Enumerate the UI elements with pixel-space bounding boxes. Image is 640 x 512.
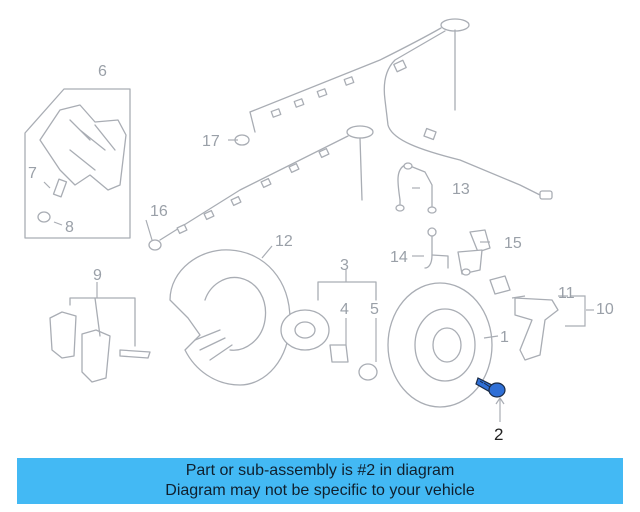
caliper-group: [24, 88, 131, 239]
info-banner: Part or sub-assembly is #2 in diagram Di…: [17, 458, 623, 504]
callout-1: 1: [500, 329, 509, 346]
parts-diagram: 6 7 8 17 16 13 14 15 12 9 3 4 5 1 11 10 …: [24, 18, 614, 444]
wear-sensor-14: [424, 227, 449, 269]
callout-15: 15: [504, 235, 522, 252]
callout-2: 2: [494, 425, 503, 444]
wheel-hub-3: [280, 281, 378, 381]
highlighted-bolt-part-2: [475, 377, 506, 398]
callout-2-arrow: [495, 396, 505, 422]
banner-line-1: Part or sub-assembly is #2 in diagram: [185, 462, 455, 479]
wear-sensor-13: [395, 162, 437, 214]
callout-9: 9: [93, 267, 102, 284]
callout-14: 14: [390, 249, 408, 266]
brake-pads-9: [49, 297, 151, 383]
splash-shield-12: [169, 245, 291, 386]
callout-6: 6: [98, 63, 107, 80]
callout-7: 7: [28, 165, 37, 182]
abs-sensor-cable-lower: [148, 125, 374, 251]
callout-10: 10: [596, 301, 614, 318]
abs-sensor-cable-upper: [234, 18, 553, 200]
callout-13: 13: [452, 181, 470, 198]
callout-17: 17: [202, 133, 220, 150]
callout-16: 16: [150, 203, 168, 220]
callout-11: 11: [558, 285, 575, 302]
callout-3: 3: [340, 257, 349, 274]
brake-disc-1: [387, 282, 499, 408]
callout-4: 4: [340, 301, 349, 318]
caliper-bracket-10: [489, 275, 586, 361]
callout-8: 8: [65, 219, 74, 236]
banner-line-2: Diagram may not be specific to your vehi…: [165, 482, 475, 499]
callout-5: 5: [370, 301, 379, 318]
callout-12: 12: [275, 233, 293, 250]
speed-sensor-15: [457, 229, 491, 276]
